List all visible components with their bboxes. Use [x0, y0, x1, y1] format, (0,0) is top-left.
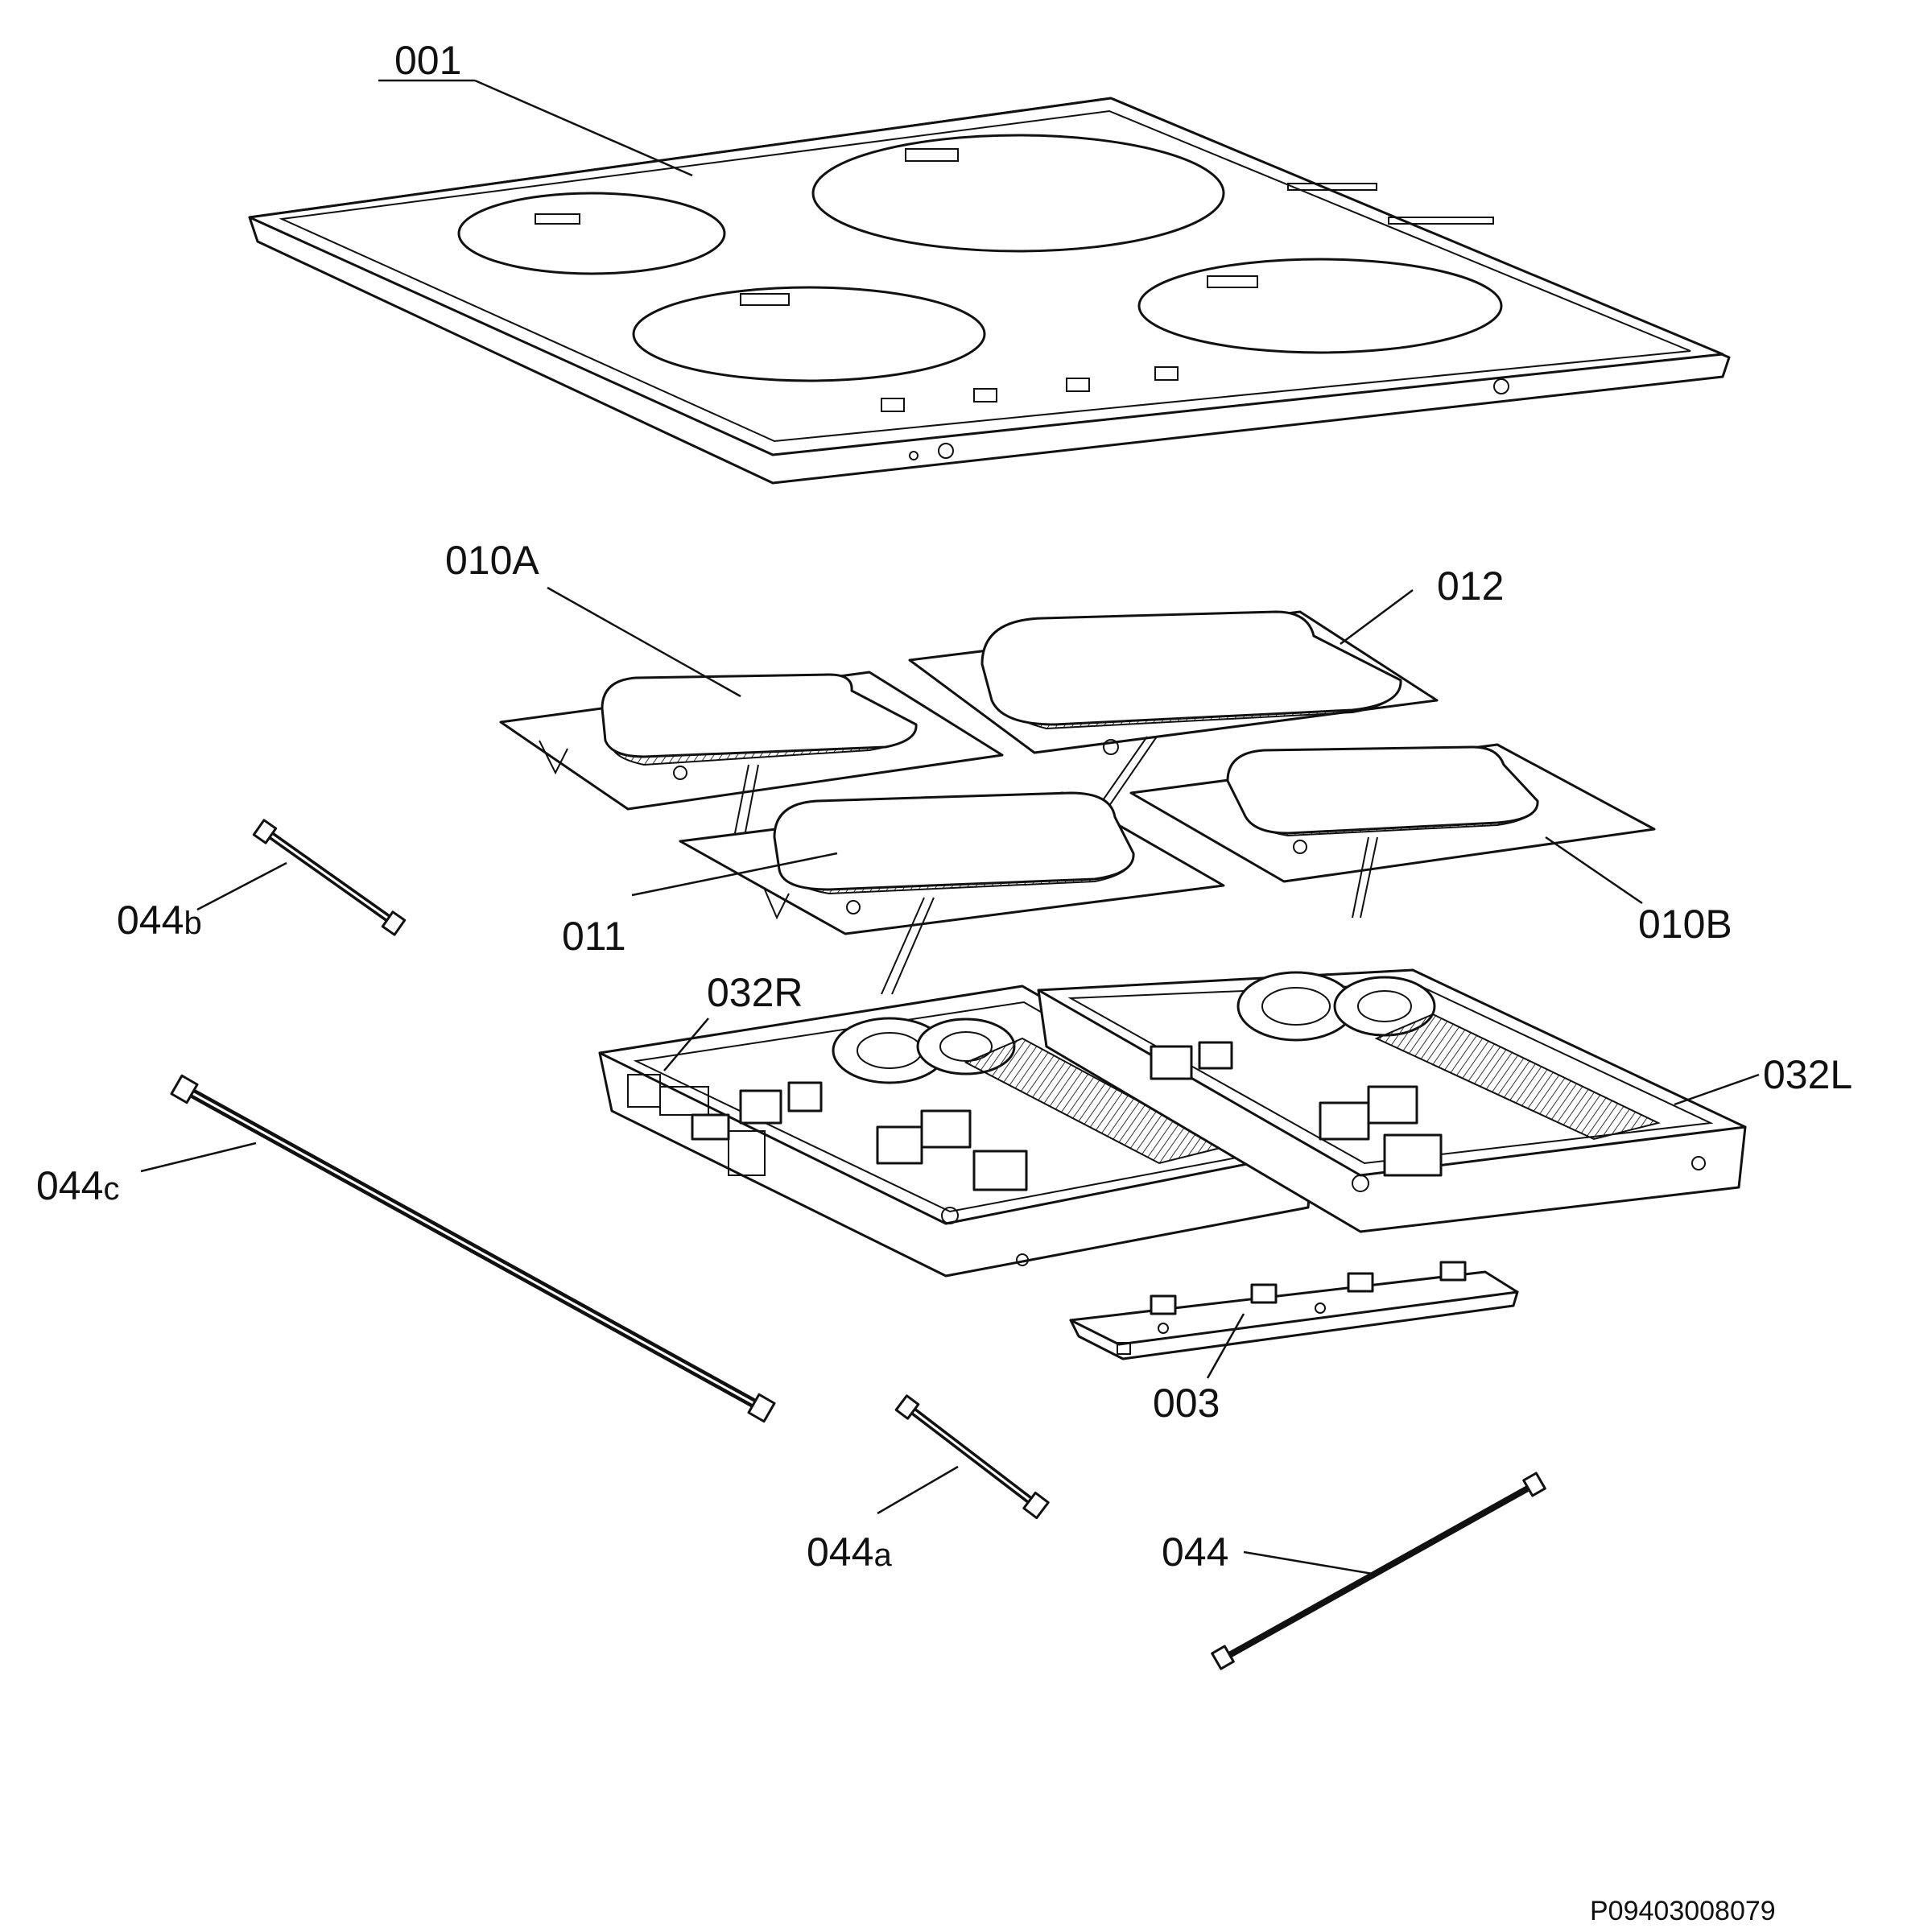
cable-044: [1211, 1472, 1546, 1670]
cable-044a: [894, 1394, 1050, 1520]
callout-012: 012: [1340, 564, 1504, 646]
cable-044b: [252, 819, 407, 936]
callout-044: 044: [1162, 1530, 1373, 1575]
document-id: P09403008079: [1590, 1896, 1776, 1926]
power-board-032r: [598, 985, 1314, 1278]
label-044a: 044a: [807, 1530, 892, 1575]
callout-003: 003: [1153, 1313, 1245, 1426]
glass-cooktop: [248, 97, 1731, 485]
induction-coil-011: [679, 791, 1225, 995]
label-010a: 010A: [445, 538, 539, 583]
label-044c: 044c: [36, 1163, 119, 1208]
induction-coil-010b: [1129, 743, 1656, 919]
label-044b: 044b: [117, 898, 202, 943]
callout-044c: 044c: [36, 1141, 257, 1208]
callout-001: 001: [378, 38, 693, 177]
callout-044b: 044b: [117, 861, 287, 943]
callout-044a: 044a: [807, 1465, 959, 1575]
induction-coil-010a: [499, 671, 1004, 866]
cable-044c: [170, 1074, 776, 1423]
callout-032r: 032R: [663, 970, 803, 1071]
callout-010b: 010B: [1545, 836, 1732, 947]
label-003: 003: [1153, 1381, 1220, 1426]
label-011: 011: [562, 914, 626, 959]
label-012: 012: [1437, 564, 1504, 609]
label-032l: 032L: [1763, 1052, 1852, 1097]
callout-032l: 032L: [1674, 1052, 1852, 1106]
label-032r: 032R: [707, 970, 803, 1015]
callout-011: 011: [562, 852, 838, 959]
label-044: 044: [1162, 1530, 1228, 1575]
callout-010a: 010A: [445, 538, 741, 698]
control-board-003: [1069, 1261, 1519, 1360]
label-001: 001: [394, 38, 461, 83]
label-010b: 010B: [1638, 902, 1732, 947]
power-board-032l: [1037, 968, 1747, 1233]
induction-coil-012: [908, 610, 1439, 830]
